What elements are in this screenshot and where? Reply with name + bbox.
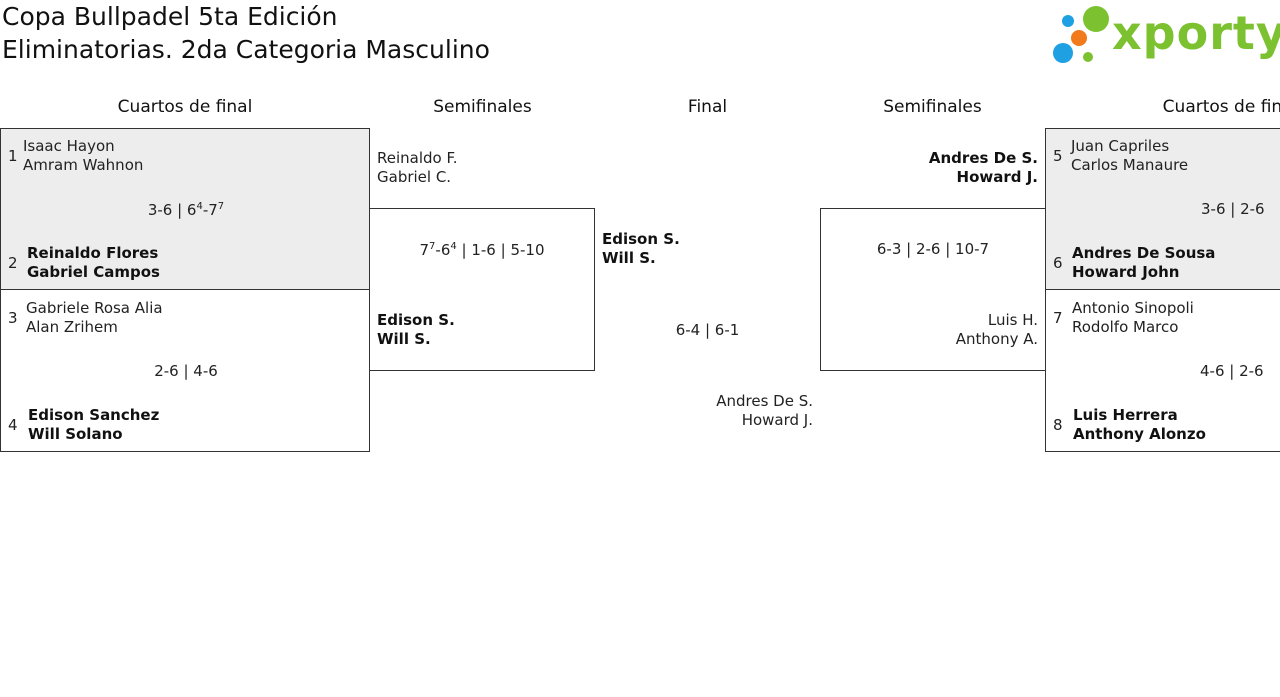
match-score: 3-6 | 64-77: [1, 201, 371, 220]
winner-player-name: Andres De S.: [928, 149, 1038, 167]
player-name: Juan Capriles: [1071, 137, 1170, 155]
match-score: 77-64 | 1-6 | 5-10: [370, 241, 594, 260]
winner-player-name: Luis Herrera: [1073, 406, 1178, 424]
tiebreak-score: 7: [217, 201, 225, 212]
seed-number: 6: [1053, 254, 1063, 272]
match-semifinal-left[interactable]: 77-64 | 1-6 | 5-10 Edison S. Will S.: [369, 208, 595, 371]
category-title: Eliminatorias. 2da Categoria Masculino: [2, 35, 490, 64]
seed-number: 5: [1053, 147, 1063, 165]
player-name: Alan Zrihem: [26, 318, 118, 336]
tiebreak-score: 4: [196, 201, 203, 212]
seed-number: 1: [8, 147, 18, 165]
player-name: Amram Wahnon: [23, 156, 144, 174]
winner-player-name: Will S.: [377, 330, 431, 348]
winner-player-name: Howard J.: [956, 168, 1038, 186]
score-text: 3-6 | 6: [147, 201, 197, 219]
winner-player-name: Gabriel Campos: [27, 263, 160, 281]
player-name: Luis H.: [987, 311, 1038, 329]
player-name: Andres De S.: [716, 392, 813, 410]
winner-player-name: Reinaldo Flores: [27, 244, 159, 262]
winner-player-name: Will Solano: [28, 425, 123, 443]
score-text: 7: [419, 241, 430, 259]
xporty-logo[interactable]: xporty: [1050, 2, 1280, 68]
seed-number: 4: [8, 416, 18, 434]
match-qf-2[interactable]: 3 Gabriele Rosa Alia Alan Zrihem 2-6 | 4…: [0, 289, 370, 452]
winner-player-name: Edison Sanchez: [28, 406, 160, 424]
player-name: Gabriele Rosa Alia: [26, 299, 163, 317]
seed-number: 3: [8, 309, 18, 327]
match-qf-1[interactable]: 1 Isaac Hayon Amram Wahnon 3-6 | 64-77 2…: [0, 128, 370, 290]
score-text: -6: [435, 241, 451, 259]
column-header-quarterfinals-left: Cuartos de final: [117, 97, 253, 117]
player-name: Isaac Hayon: [23, 137, 115, 155]
score-text: -7: [202, 201, 218, 219]
match-semifinal-right[interactable]: 6-3 | 2-6 | 10-7 Luis H. Anthony A.: [820, 208, 1046, 371]
match-score: 3-6 | 2-6: [1201, 200, 1265, 218]
player-name: Howard J.: [741, 411, 813, 429]
seed-number: 8: [1053, 416, 1063, 434]
match-qf-4[interactable]: 7 Antonio Sinopoli Rodolfo Marco 4-6 | 2…: [1045, 289, 1280, 452]
winner-player-name: Anthony Alonzo: [1073, 425, 1206, 443]
player-name: Anthony A.: [955, 330, 1038, 348]
seed-number: 2: [8, 254, 18, 272]
tiebreak-score: 7: [429, 241, 436, 252]
winner-player-name: Edison S.: [602, 230, 680, 248]
column-header-semifinals-right: Semifinales: [883, 97, 982, 117]
match-score: 4-6 | 2-6: [1200, 362, 1264, 380]
xporty-logo-text: xporty: [1112, 6, 1280, 60]
tournament-title: Copa Bullpadel 5ta Edición: [2, 2, 338, 31]
winner-player-name: Andres De Sousa: [1072, 244, 1216, 262]
tiebreak-score: 4: [450, 241, 457, 252]
match-score: 2-6 | 4-6: [154, 362, 218, 380]
score-text: | 1-6 | 5-10: [456, 241, 545, 259]
player-name: Rodolfo Marco: [1072, 318, 1179, 336]
player-name: Reinaldo F.: [377, 149, 458, 167]
winner-player-name: Edison S.: [377, 311, 455, 329]
player-name: Antonio Sinopoli: [1072, 299, 1194, 317]
match-score-final: 6-4 | 6-1: [675, 321, 740, 339]
player-name: Carlos Manaure: [1071, 156, 1189, 174]
xporty-dots-icon: [1053, 6, 1109, 63]
seed-number: 7: [1053, 309, 1063, 327]
column-header-quarterfinals-right: Cuartos de final: [1162, 97, 1280, 117]
match-qf-3[interactable]: 5 Juan Capriles Carlos Manaure 3-6 | 2-6…: [1045, 128, 1280, 290]
winner-player-name: Will S.: [602, 249, 656, 267]
winner-player-name: Howard John: [1072, 263, 1180, 281]
column-header-semifinals-left: Semifinales: [433, 97, 532, 117]
column-header-final: Final: [687, 97, 728, 117]
player-name: Gabriel C.: [377, 168, 452, 186]
match-score: 6-3 | 2-6 | 10-7: [876, 240, 990, 258]
